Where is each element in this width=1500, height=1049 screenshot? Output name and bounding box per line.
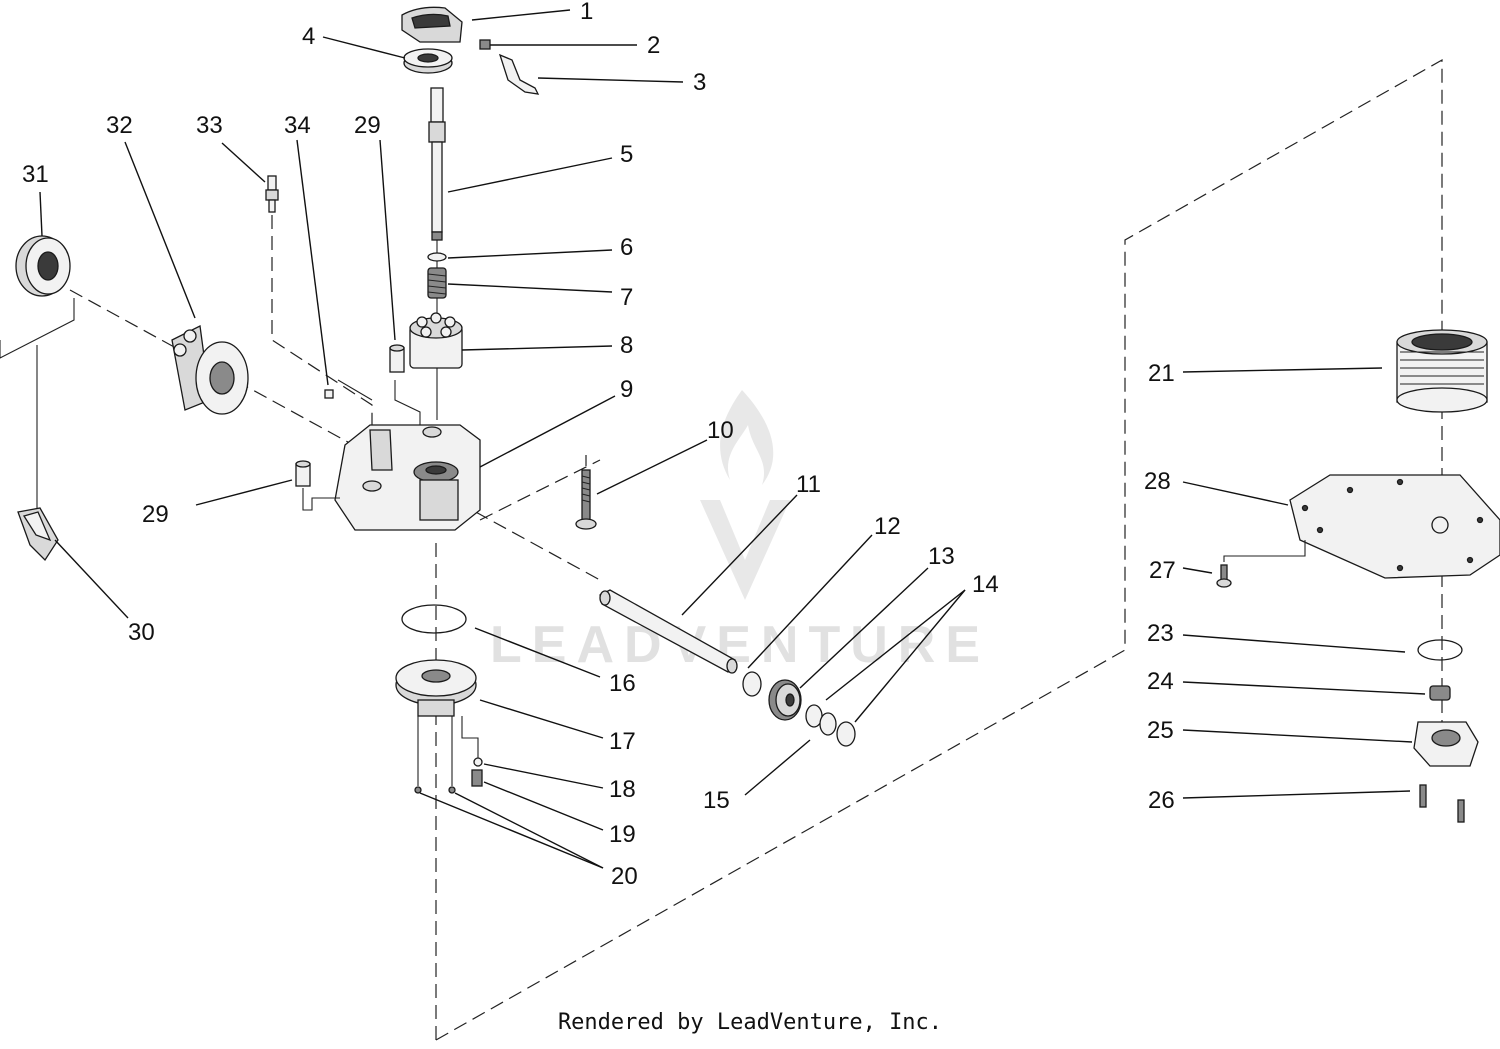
flange-25-part — [1413, 721, 1479, 767]
washer-15-part — [819, 712, 837, 736]
callout-33: 33 — [196, 112, 223, 139]
ball-18-part — [473, 757, 483, 767]
callout-7: 7 — [620, 284, 633, 311]
callout-16: 16 — [609, 670, 636, 697]
bolt-part — [575, 469, 597, 530]
callout-20: 20 — [611, 863, 638, 890]
callout-24: 24 — [1147, 668, 1174, 695]
callout-14: 14 — [972, 571, 999, 598]
bleed-valve-guide — [271, 215, 373, 425]
screw-27-part — [1216, 564, 1232, 588]
check-valve-guide — [337, 379, 421, 425]
spring-part — [427, 267, 447, 299]
render-credit-footer: Rendered by LeadVenture, Inc. — [557, 1010, 943, 1035]
callout-31: 31 — [22, 161, 49, 188]
swashplate-part — [17, 507, 59, 562]
callout-2: 2 — [647, 32, 660, 59]
screw-27-guide — [1223, 540, 1306, 562]
output-shaft-part — [599, 589, 738, 674]
dowel-pin-lower-part — [295, 460, 311, 487]
callout-21: 21 — [1148, 360, 1175, 387]
trunnion-cap-part — [401, 6, 463, 43]
callout-15: 15 — [703, 787, 730, 814]
callout-5: 5 — [620, 141, 633, 168]
gasket-plate-part — [1289, 474, 1500, 579]
callout-18: 18 — [609, 776, 636, 803]
callout-6: 6 — [620, 234, 633, 261]
bleed-valve-part — [265, 175, 279, 213]
key-part — [479, 39, 491, 50]
bolt-26a-part — [1419, 784, 1427, 808]
callout-26: 26 — [1148, 787, 1175, 814]
callout-32: 32 — [106, 112, 133, 139]
callout-27: 27 — [1149, 557, 1176, 584]
filter-part — [1396, 329, 1488, 413]
callout-17: 17 — [609, 728, 636, 755]
callout-29-lower: 29 — [142, 501, 169, 528]
callout-4: 4 — [302, 23, 315, 50]
callout-30: 30 — [128, 619, 155, 646]
cylinder-block-part — [409, 312, 463, 369]
watermark-text: LEADVENTURE — [490, 616, 990, 674]
bolt-26b-part — [1457, 799, 1465, 823]
o-ring-16-part — [401, 604, 467, 634]
spring-19-part — [471, 769, 483, 787]
pin-guide-line — [302, 488, 340, 511]
retaining-ring-part — [427, 252, 447, 262]
callout-11: 11 — [796, 471, 821, 498]
washer-12-part — [742, 671, 762, 697]
bearing-part — [15, 235, 71, 297]
ball-guide — [461, 716, 479, 758]
input-shaft-part — [428, 87, 446, 241]
callout-1: 1 — [580, 0, 593, 25]
plug-20b-part — [448, 786, 456, 794]
callout-9: 9 — [620, 376, 633, 403]
dowel-pin-upper-part — [389, 344, 405, 373]
callout-34: 34 — [284, 112, 311, 139]
callout-29-upper: 29 — [354, 112, 381, 139]
callout-13: 13 — [928, 543, 955, 570]
gear-part — [768, 679, 802, 721]
callout-28: 28 — [1144, 468, 1171, 495]
callout-12: 12 — [874, 513, 901, 540]
leadventure-watermark: LEADVENTURE — [490, 390, 990, 674]
o-ring-23-part — [1417, 639, 1463, 661]
callout-25: 25 — [1147, 717, 1174, 744]
nut-24-part — [1429, 685, 1451, 701]
leader-lines — [39, 9, 1426, 869]
seal-washer-part — [403, 48, 453, 74]
check-valve-part — [324, 389, 334, 399]
callout-10: 10 — [707, 417, 734, 444]
callout-19: 19 — [609, 821, 636, 848]
plug-20a-part — [414, 786, 422, 794]
assembly-outline — [69, 58, 1443, 1041]
bearing-bracket-line — [0, 298, 75, 359]
control-arm-part — [498, 53, 540, 95]
washer-14b-part — [836, 721, 856, 747]
callout-23: 23 — [1147, 620, 1174, 647]
callout-3: 3 — [693, 69, 706, 96]
callout-numbers: 1 2 3 4 5 6 7 8 9 10 11 12 13 14 15 16 1… — [22, 0, 1176, 890]
callout-8: 8 — [620, 332, 633, 359]
motor-cylinder-block-part — [171, 325, 249, 415]
charge-pump-plate-part — [395, 659, 477, 717]
center-section-housing-part — [334, 424, 481, 531]
